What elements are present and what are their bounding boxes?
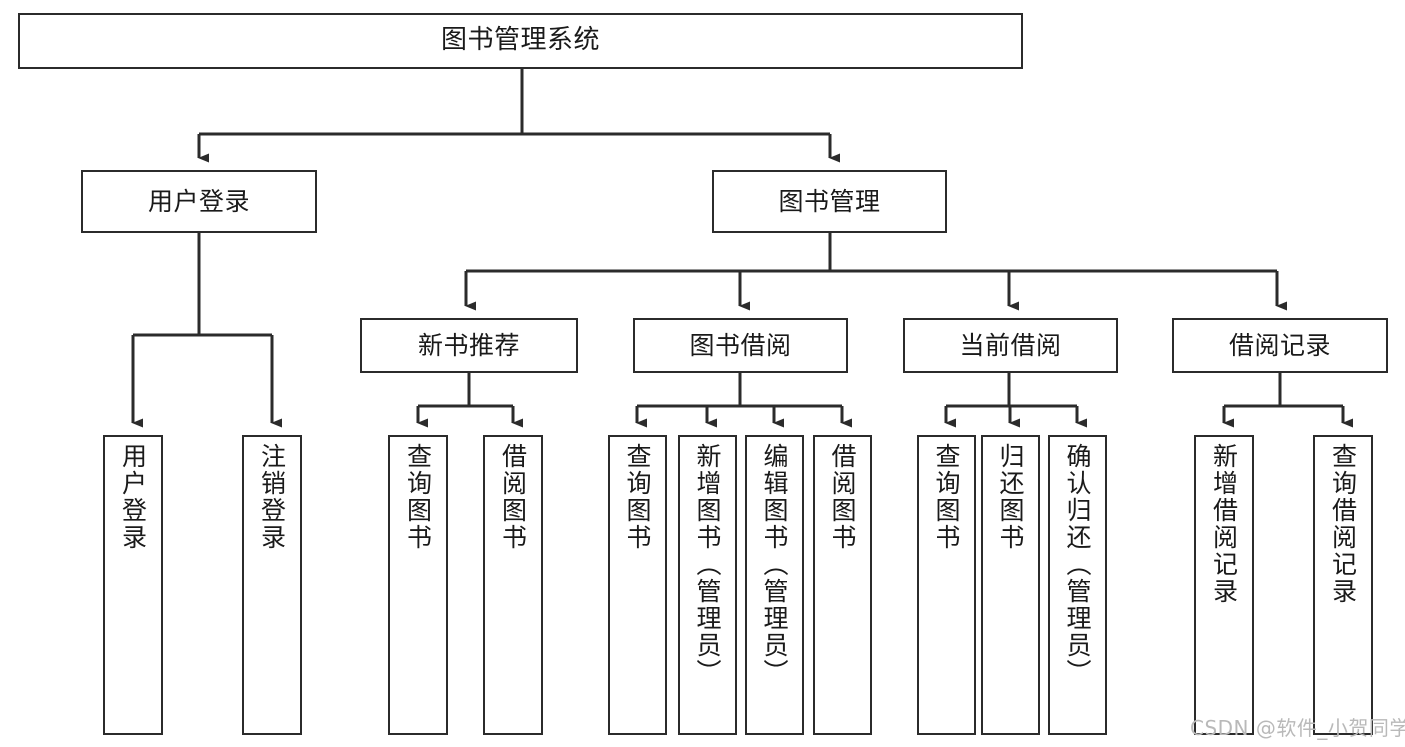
node-leaf-borrow-book-2[interactable]: 借阅图书 [813,435,872,735]
node-leaf-user-logout[interactable]: 注销登录 [242,435,302,735]
node-current-borrow[interactable]: 当前借阅 [903,318,1118,373]
node-leaf-query-book-2[interactable]: 查询图书 [608,435,667,735]
node-leaf-add-book[interactable]: 新增图书（管理员） [678,435,737,735]
node-label: 借阅图书 [828,443,857,551]
node-label: 图书管理系统 [440,25,600,56]
node-label: 归还图书 [996,443,1025,551]
node-label: 当前借阅 [959,330,1062,360]
node-label: 借阅图书 [498,443,528,551]
node-label: 新增借阅记录 [1209,443,1239,605]
node-label: 新增图书（管理员） [693,443,722,686]
node-new-book-rec[interactable]: 新书推荐 [360,318,578,373]
node-leaf-confirm-return[interactable]: 确认归还（管理员） [1048,435,1107,735]
node-label: 借阅记录 [1228,330,1331,360]
node-leaf-add-record[interactable]: 新增借阅记录 [1194,435,1254,735]
node-label: 查询图书 [932,443,961,551]
node-leaf-query-book-1[interactable]: 查询图书 [388,435,448,735]
node-label: 查询图书 [623,443,652,551]
node-label: 注销登录 [257,443,287,551]
node-book-manage[interactable]: 图书管理 [712,170,947,233]
node-label: 编辑图书（管理员） [760,443,789,686]
node-user-login[interactable]: 用户登录 [81,170,317,233]
node-book-borrow[interactable]: 图书借阅 [633,318,848,373]
watermark: CSDN @软件_小贺同学 [1190,716,1405,740]
node-leaf-user-login[interactable]: 用户登录 [103,435,163,735]
node-label: 图书管理 [778,186,881,216]
node-leaf-query-book-3[interactable]: 查询图书 [917,435,976,735]
node-label: 用户登录 [147,186,250,216]
node-label: 图书借阅 [689,330,792,360]
node-leaf-edit-book[interactable]: 编辑图书（管理员） [745,435,804,735]
node-leaf-query-record[interactable]: 查询借阅记录 [1313,435,1373,735]
node-label: 查询图书 [403,443,433,551]
node-label: 新书推荐 [417,330,520,360]
node-leaf-borrow-book-1[interactable]: 借阅图书 [483,435,543,735]
node-label: 用户登录 [118,443,148,551]
node-borrow-record[interactable]: 借阅记录 [1172,318,1388,373]
node-leaf-return-book[interactable]: 归还图书 [981,435,1040,735]
node-root[interactable]: 图书管理系统 [18,13,1023,69]
node-label: 确认归还（管理员） [1063,443,1092,686]
node-label: 查询借阅记录 [1328,443,1358,605]
